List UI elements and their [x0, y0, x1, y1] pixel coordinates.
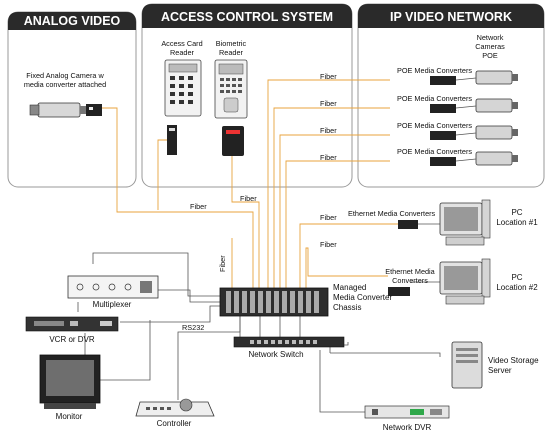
network-switch-label: Network Switch [248, 350, 303, 359]
ethernet-converter-icon [388, 287, 410, 296]
access-card-reader-icon [164, 59, 202, 117]
network-camera-icon [475, 98, 513, 113]
biometric-reader-icon [214, 59, 248, 119]
pc2-label-line1: PC [511, 273, 522, 282]
biometric-reader-label-line2: Reader [219, 48, 244, 57]
poe-converter-icon [430, 157, 456, 166]
network-cameras-label-line3: POE [482, 51, 498, 60]
fixed-camera-label-line2: media converter attached [24, 80, 106, 89]
analog-video-header: ANALOG VIDEO [24, 14, 121, 28]
monitor-icon [39, 354, 101, 409]
pc1-label-line2: Location #1 [496, 218, 538, 227]
vcr-icon [25, 316, 119, 332]
poe-converter-row: POE Media Converters [397, 66, 518, 85]
poe-media-converters-label: POE Media Converters [397, 66, 472, 75]
ethernet-converters-label: Ethernet Media Converters [348, 209, 436, 218]
fiber-label: Fiber [320, 72, 337, 81]
poe-converter-icon [430, 104, 456, 113]
access-card-reader-label-line1: Access Card [161, 39, 202, 48]
ethernet-converters-2-label-line2: Converters [392, 276, 428, 285]
multiplexer-icon [67, 275, 159, 299]
chassis-slots [226, 291, 319, 313]
network-cameras-label-line2: Cameras [475, 42, 505, 51]
fiber-label-vertical: Fiber [218, 255, 227, 272]
poe-converter-icon [430, 131, 456, 140]
chassis-label-line3: Chassis [333, 303, 361, 312]
poe-media-converters-label: POE Media Converters [397, 147, 472, 156]
fiber-label: Fiber [320, 126, 337, 135]
multiplexer-label: Multiplexer [93, 300, 132, 309]
pc-location-1-icon [439, 199, 491, 246]
network-camera-icon [475, 125, 513, 140]
controller-icon [135, 398, 215, 417]
pc1-label-line1: PC [511, 208, 522, 217]
ip-video-section: IP VIDEO NETWORK [357, 3, 545, 188]
pc2-label-line2: Location #2 [496, 283, 538, 292]
analog-video-section: ANALOG VIDEO [7, 11, 137, 188]
pc-location-2-icon [439, 258, 491, 305]
fixed-camera-label-line1: Fixed Analog Camera w [26, 71, 104, 80]
controller-label: Controller [157, 419, 192, 428]
storage-server-label-line2: Server [488, 366, 512, 375]
chassis-label-line2: Media Converter [333, 293, 392, 302]
fiber-label: Fiber [320, 99, 337, 108]
network-camera-icon [475, 70, 513, 85]
network-dvr-label: Network DVR [383, 423, 432, 432]
fiber-labels: Fiber Fiber Fiber Fiber Fiber Fiber Fibe… [190, 72, 337, 272]
media-converter-chassis-icon [219, 287, 329, 317]
fixed-analog-camera-icon [29, 102, 102, 118]
network-camera-icon [475, 151, 513, 166]
chassis-label-line1: Managed [333, 283, 366, 292]
network-cameras-label-line1: Network [477, 33, 504, 42]
ethernet-converter-icon [398, 220, 418, 229]
access-card-reader-label-line2: Reader [170, 48, 195, 57]
fiber-label: Fiber [320, 213, 337, 222]
ethernet-converters-2-label-line1: Ethernet Media [385, 267, 435, 276]
network-dvr-icon [364, 405, 450, 419]
access-reader-converter-icon [167, 125, 177, 155]
fiber-label: Fiber [240, 194, 257, 203]
fiber-links [102, 79, 398, 290]
poe-converter-icon [430, 76, 456, 85]
poe-converter-row: POE Media Converters [397, 147, 518, 166]
biometric-reader-label-line1: Biometric [216, 39, 247, 48]
network-switch-icon [233, 336, 345, 348]
fiber-label: Fiber [320, 153, 337, 162]
storage-server-label-line1: Video Storage [488, 356, 539, 365]
poe-media-converters-label: POE Media Converters [397, 94, 472, 103]
video-storage-server-icon [451, 341, 483, 389]
poe-converter-row: POE Media Converters [397, 121, 518, 140]
rs232-label: RS232 [182, 323, 204, 332]
access-control-header: ACCESS CONTROL SYSTEM [161, 10, 333, 24]
poe-converter-row: POE Media Converters [397, 94, 518, 113]
biometric-converter-icon [222, 126, 244, 156]
poe-copper-links [455, 77, 477, 162]
vcr-label: VCR or DVR [49, 335, 95, 344]
fiber-label: Fiber [190, 202, 207, 211]
ip-video-header: IP VIDEO NETWORK [390, 10, 512, 24]
poe-media-converters-label: POE Media Converters [397, 121, 472, 130]
fiber-label: Fiber [320, 240, 337, 249]
monitor-label: Monitor [56, 412, 83, 421]
